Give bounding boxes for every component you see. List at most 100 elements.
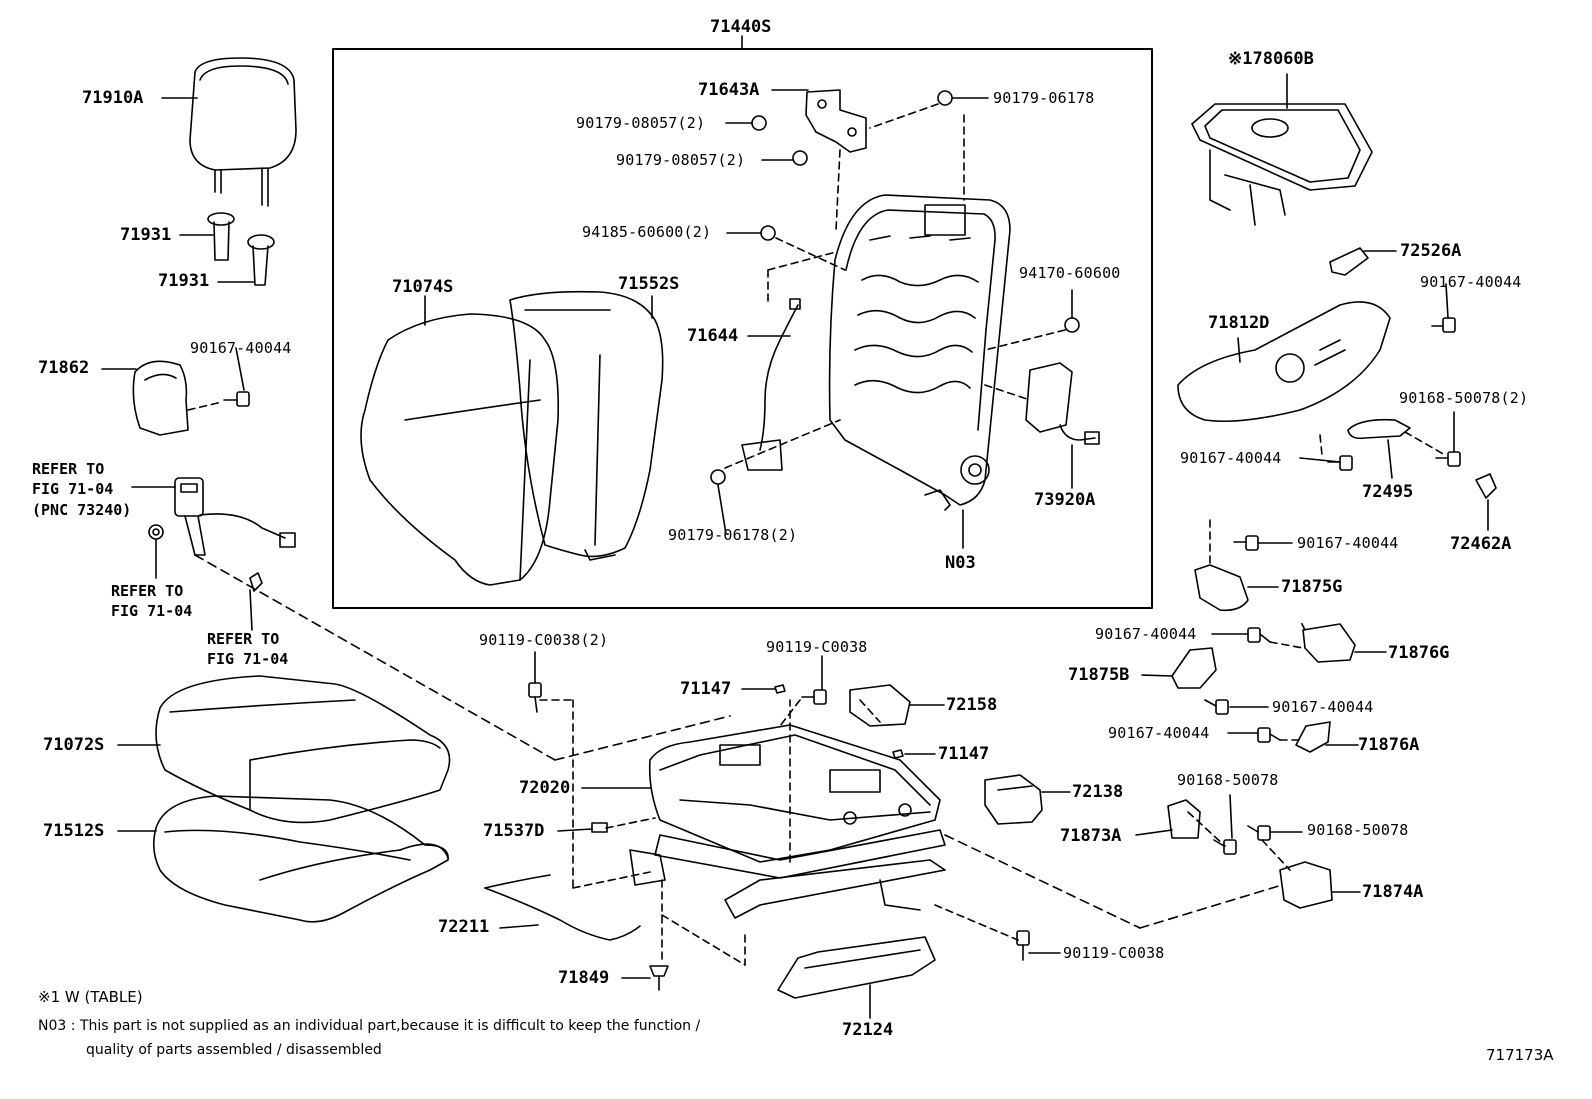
label-71537D: 71537D (483, 821, 545, 841)
cap-part (1475, 473, 1497, 499)
side-shield (1177, 301, 1391, 423)
seatback-frame (828, 194, 1011, 511)
bolt-part (528, 682, 1030, 991)
dashed-guide (724, 103, 1066, 469)
label-90167-r3: 90167-40044 (1297, 534, 1399, 552)
label-90167-r2: 90167-40044 (1180, 449, 1282, 467)
label-71440S: 71440S (710, 17, 772, 37)
seatback-pad (360, 313, 560, 586)
label-90168-50078a: 90168-50078 (1177, 771, 1279, 789)
label-72495: 72495 (1362, 482, 1414, 502)
wire-part (484, 874, 641, 941)
label-71876G: 71876G (1388, 643, 1450, 663)
clip-part (591, 684, 904, 833)
label-N03: N03 (945, 553, 976, 573)
seat-cushion-pad (155, 675, 451, 824)
label-73920A: 73920A (1034, 490, 1096, 510)
seatback-assembly-box (332, 48, 1153, 609)
label-71812D: 71812D (1208, 313, 1270, 333)
label-refer-buckle: REFER TO FIG 71-04 (PNC 73240) (32, 460, 132, 519)
label-94170: 94170-60600 (1019, 264, 1121, 282)
label-90119-c0038a: 90119-C0038 (766, 638, 868, 656)
dashed-guide (539, 699, 1019, 966)
dashed-guide (194, 554, 556, 761)
nut-part (710, 90, 1080, 485)
label-71875B: 71875B (1068, 665, 1130, 685)
airbag-module (1025, 362, 1100, 445)
seat-cushion-cover (152, 795, 449, 923)
cover-part (1167, 564, 1356, 909)
dashed-guide (944, 834, 1141, 929)
label-90167-r5: 90167-40044 (1272, 698, 1374, 716)
label-90179-08057b: 90179-08057(2) (616, 151, 746, 169)
label-71512S: 71512S (43, 821, 105, 841)
leader-71812D (1237, 337, 1241, 363)
label-94185: 94185-60600(2) (582, 223, 712, 241)
leader-90179-06178-2 (717, 484, 727, 535)
label-71873A: 71873A (1060, 826, 1122, 846)
seat-adjuster (629, 724, 946, 919)
label-90119-c0038-2: 90119-C0038(2) (479, 631, 609, 649)
label-71874A: 71874A (1362, 882, 1424, 902)
label-90179-08057a: 90179-08057(2) (576, 114, 706, 132)
label-refer-3: REFER TO FIG 71-04 (207, 630, 289, 669)
leader-90167-r2 (1299, 457, 1341, 463)
leader-71875B (1141, 674, 1173, 677)
cover-part (777, 936, 936, 999)
label-71910A: 71910A (82, 88, 144, 108)
leader-90168-a (1229, 794, 1233, 839)
bolt-part (223, 391, 250, 407)
label-72211: 72211 (438, 917, 490, 937)
note-n03-line2: quality of parts assembled / disassemble… (86, 1042, 382, 1058)
label-90168-50078b: 90168-50078 (1307, 821, 1409, 839)
leader-90167-r1 (1445, 283, 1449, 319)
label-72138: 72138 (1072, 782, 1124, 802)
leader-90167-top (235, 347, 245, 391)
label-72020: 72020 (519, 778, 571, 798)
wire-harness (741, 298, 801, 471)
headrest-part (189, 57, 297, 207)
dashed-guide (1139, 884, 1283, 929)
label-90119-c0038b: 90119-C0038 (1063, 944, 1165, 962)
label-71876A: 71876A (1358, 735, 1420, 755)
label-90167-top: 90167-40044 (190, 339, 292, 357)
label-71862: 71862 (38, 358, 90, 378)
label-71072S: 71072S (43, 735, 105, 755)
knob-part (1329, 247, 1369, 276)
label-72462A: 72462A (1450, 534, 1512, 554)
headrest-support-part (207, 212, 275, 286)
leader-72211 (499, 924, 539, 929)
seatback-cover (509, 290, 664, 561)
label-71875G: 71875G (1281, 577, 1343, 597)
label-90167-r1: 90167-40044 (1420, 273, 1522, 291)
leader-refer3 (249, 589, 253, 631)
label-78060B: ※178060B (1228, 49, 1314, 69)
shield-part (132, 360, 189, 436)
footnote-table: ※1 W (TABLE) (38, 988, 143, 1006)
label-90167-r4: 90167-40044 (1095, 625, 1197, 643)
buckle-part (148, 477, 296, 592)
leader-72495 (1387, 439, 1393, 479)
dashed-guide (1187, 431, 1446, 871)
figure-id: 717173A (1486, 1046, 1554, 1064)
label-72158: 72158 (946, 695, 998, 715)
label-71931a: 71931 (120, 225, 172, 245)
label-71643A: 71643A (698, 80, 760, 100)
label-71849: 71849 (558, 968, 610, 988)
label-71147a: 71147 (680, 679, 732, 699)
lever-part (1347, 418, 1411, 440)
table-part (1191, 103, 1373, 226)
dashed-guide (187, 401, 223, 411)
label-72124: 72124 (842, 1020, 894, 1040)
label-72526A: 72526A (1400, 241, 1462, 261)
cover-part (984, 774, 1043, 825)
note-n03-line1: N03 : This part is not supplied as an in… (38, 1018, 701, 1034)
cover-part (849, 684, 911, 727)
dashed-guide (554, 715, 731, 761)
label-71147b: 71147 (938, 744, 990, 764)
bolt-part (1204, 317, 1461, 855)
label-71644: 71644 (687, 326, 739, 346)
leader-71873A (1135, 829, 1173, 836)
